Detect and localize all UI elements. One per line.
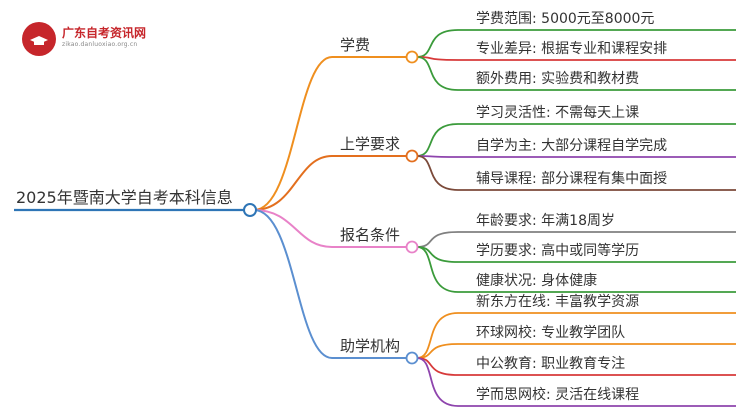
leaf-label: 年龄要求: 年满18周岁 xyxy=(476,213,615,229)
connector-branch-to-leaf xyxy=(416,29,459,58)
connector-branch-to-leaf xyxy=(416,155,459,191)
connector-branch-to-leaf xyxy=(416,357,459,407)
leaf-label: 学历要求: 高中或同等学历 xyxy=(476,242,639,259)
branch-node xyxy=(405,149,419,163)
site-logo: 广东自考资讯网 zikao.danluoxiao.org.cn xyxy=(22,18,172,58)
leaf-label: 环球网校: 专业教学团队 xyxy=(476,324,625,341)
branch-label: 报名条件 xyxy=(340,226,400,244)
leaf-label: 学费范围: 5000元至8000元 xyxy=(476,10,654,27)
connector-branch-to-leaf xyxy=(416,56,459,91)
branch-node xyxy=(405,50,419,64)
connector-root-to-branch xyxy=(253,56,333,211)
logo-title: 广东自考资讯网 xyxy=(62,26,147,40)
branch-node xyxy=(405,240,419,254)
branch-label: 学费 xyxy=(340,36,370,54)
root-label: 2025年暨南大学自考本科信息 xyxy=(16,188,233,207)
leaf-label: 专业差异: 根据专业和课程安排 xyxy=(476,41,667,57)
connector-root-to-branch xyxy=(253,209,333,359)
leaf-label: 中公教育: 职业教育专注 xyxy=(476,356,625,372)
leaf-label: 学而思网校: 灵活在线课程 xyxy=(476,386,639,403)
connector-branch-to-leaf xyxy=(416,123,459,157)
root-node xyxy=(243,203,257,217)
connector-root-to-branch xyxy=(253,209,333,248)
leaf-label: 健康状况: 身体健康 xyxy=(476,272,597,289)
branch-node xyxy=(405,351,419,365)
leaf-label: 额外费用: 实验费和教材费 xyxy=(476,71,639,87)
branch-label: 上学要求 xyxy=(340,135,400,153)
logo-url: zikao.danluoxiao.org.cn xyxy=(62,41,138,48)
leaf-label: 辅导课程: 部分课程有集中面授 xyxy=(476,170,667,187)
leaf-label: 学习灵活性: 不需每天上课 xyxy=(476,105,639,121)
connector-root-to-branch xyxy=(253,155,333,211)
leaf-label: 新东方在线: 丰富教学资源 xyxy=(476,293,639,310)
branch-label: 助学机构 xyxy=(340,337,400,355)
connector-branch-to-leaf xyxy=(416,312,459,359)
connector-branch-to-leaf xyxy=(416,246,459,293)
connector-branch-to-leaf xyxy=(416,231,459,248)
leaf-label: 自学为主: 大部分课程自学完成 xyxy=(476,138,667,154)
graduation-cap-icon xyxy=(22,22,56,56)
